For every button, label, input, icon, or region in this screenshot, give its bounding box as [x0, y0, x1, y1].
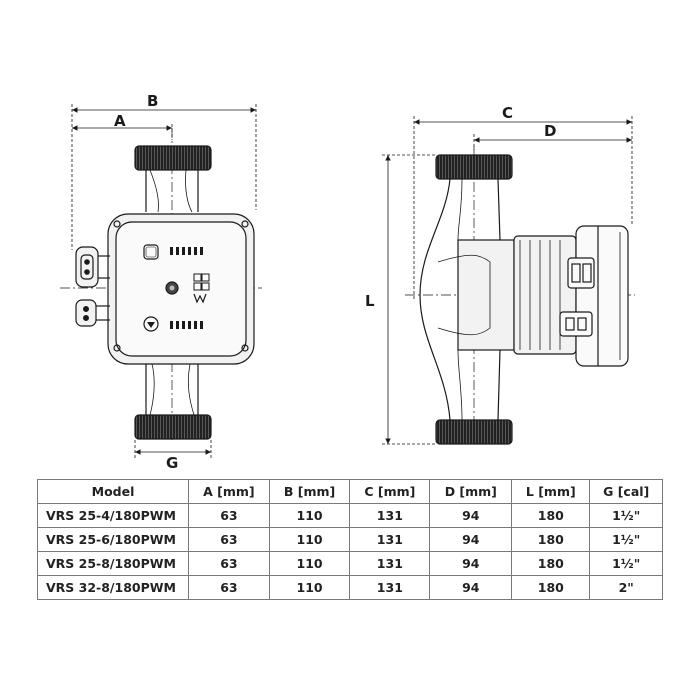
pump-technical-drawing: B A C D L G — [60, 92, 635, 470]
table-cell: 94 — [429, 551, 513, 576]
led-row-top — [170, 247, 203, 255]
table-cell: 110 — [268, 575, 351, 600]
column-header-a: A [mm] — [188, 479, 270, 504]
table-cell: 110 — [268, 527, 351, 552]
column-header-g: G [cal] — [589, 479, 663, 504]
column-header-d: D [mm] — [429, 479, 513, 504]
table-cell: 180 — [511, 575, 591, 600]
dim-label-c: C — [502, 104, 513, 122]
table-cell: 131 — [349, 551, 431, 576]
table-cell: 110 — [268, 503, 351, 528]
table-cell: 63 — [188, 527, 270, 552]
table-header-row: Model A [mm] B [mm] C [mm] D [mm] L [mm]… — [37, 479, 663, 504]
table-row: VRS 25-6/180PWM 63 110 131 94 180 1½" — [37, 527, 663, 552]
display-icon — [193, 273, 210, 304]
led-row-bottom — [170, 321, 203, 329]
top-connector — [134, 145, 212, 213]
bottom-connector — [134, 363, 212, 440]
column-header-c: C [mm] — [349, 479, 431, 504]
front-view — [60, 128, 262, 440]
table-cell: 131 — [349, 503, 431, 528]
column-header-b: B [mm] — [268, 479, 351, 504]
model-cell: VRS 32-8/180PWM — [37, 575, 189, 600]
dim-label-l: L — [365, 292, 375, 310]
table-cell: 63 — [188, 575, 270, 600]
dimensions-table: Model A [mm] B [mm] C [mm] D [mm] L [mm]… — [37, 479, 663, 600]
table-row: VRS 32-8/180PWM 63 110 131 94 180 2" — [37, 575, 663, 600]
signal-plug — [75, 299, 110, 327]
model-cell: VRS 25-8/180PWM — [37, 551, 189, 576]
table-cell: 1½" — [589, 551, 663, 576]
control-box — [107, 213, 255, 365]
dim-label-g: G — [166, 454, 178, 470]
table-cell: 110 — [268, 551, 351, 576]
dim-label-b: B — [147, 92, 158, 110]
table-cell: 180 — [511, 551, 591, 576]
table-cell: 131 — [349, 527, 431, 552]
table-cell: 63 — [188, 503, 270, 528]
table-row: VRS 25-4/180PWM 63 110 131 94 180 1½" — [37, 503, 663, 528]
table-cell: 1½" — [589, 527, 663, 552]
table-cell: 94 — [429, 527, 513, 552]
table-cell: 180 — [511, 503, 591, 528]
dim-label-d: D — [544, 122, 556, 140]
model-cell: VRS 25-6/180PWM — [37, 527, 189, 552]
table-cell: 63 — [188, 551, 270, 576]
model-cell: VRS 25-4/180PWM — [37, 503, 189, 528]
table-cell: 1½" — [589, 503, 663, 528]
column-header-l: L [mm] — [511, 479, 591, 504]
table-row: VRS 25-8/180PWM 63 110 131 94 180 1½" — [37, 551, 663, 576]
table-cell: 180 — [511, 527, 591, 552]
table-cell: 94 — [429, 503, 513, 528]
dim-label-a: A — [114, 112, 126, 130]
power-plug — [75, 246, 110, 288]
table-cell: 131 — [349, 575, 431, 600]
table-cell: 2" — [589, 575, 663, 600]
dimension-lines — [71, 104, 633, 458]
table-cell: 94 — [429, 575, 513, 600]
column-header-model: Model — [37, 479, 189, 504]
side-view — [405, 146, 635, 445]
